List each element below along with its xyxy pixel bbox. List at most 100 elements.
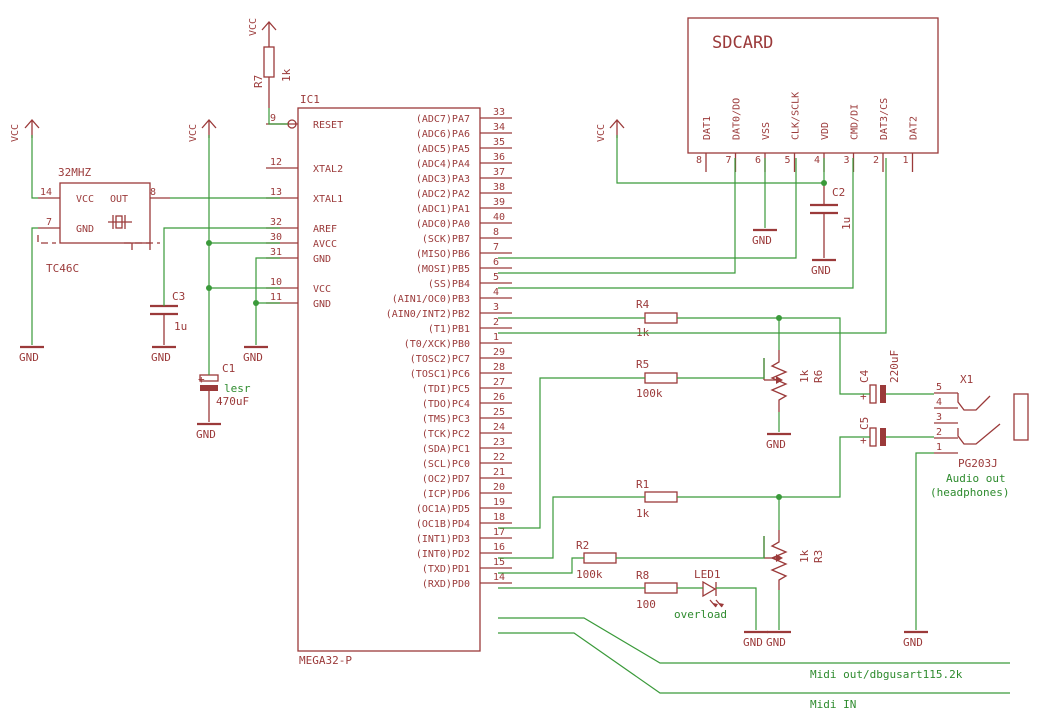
ic1-pin-label: (ADC7)PA7 xyxy=(416,114,470,125)
ic1-pin-label: GND xyxy=(313,299,331,310)
sdcard-pin-number: 2 xyxy=(873,155,879,166)
ic1-pin-number: 21 xyxy=(493,467,505,478)
ic1-pin-number: 1 xyxy=(493,332,499,343)
sdcard: SDCARD 8DAT17DAT0/DO6VSS5CLK/SCLK4VDD3CM… xyxy=(687,17,939,172)
r7-value: 1k xyxy=(280,68,293,82)
ic1-pin-label: GND xyxy=(313,254,331,265)
ic1-pin-number: 19 xyxy=(493,497,505,508)
vcc-arrow-icon xyxy=(609,119,625,129)
ic1-pin-number: 3 xyxy=(493,302,499,313)
osc-freq: 32MHZ xyxy=(58,166,91,179)
ic1-pin-number: 32 xyxy=(270,217,282,228)
ic1-pin-label: (TCK)PC2 xyxy=(422,429,470,440)
ic1-pin-number: 7 xyxy=(493,242,499,253)
ic1-pin-label: (TOSC2)PC7 xyxy=(410,354,470,365)
c4-name: C4 xyxy=(858,369,871,383)
osc-pin-out: 8 xyxy=(150,187,156,198)
gnd-label: GND xyxy=(151,351,171,364)
gnd-label: GND xyxy=(766,438,786,451)
jack-part: PG203J xyxy=(958,457,998,470)
ic1-pin-label: (MISO)PB6 xyxy=(416,249,470,260)
r5-name: R5 xyxy=(636,358,649,371)
gnd-label: GND xyxy=(766,636,786,649)
ic1-pin-label: (OC2)PD7 xyxy=(422,474,470,485)
jack-name: X1 xyxy=(960,373,973,386)
ic1-pin-number: 2 xyxy=(493,317,499,328)
capacitor-c3: C3 1u xyxy=(150,230,187,345)
jack-pin-number: 4 xyxy=(936,397,942,408)
resistor-r7: R7 1k xyxy=(252,40,293,108)
vcc-label: VCC xyxy=(188,124,199,142)
c1-value: 470uF xyxy=(216,395,249,408)
ic1-pin-number: 34 xyxy=(493,122,505,133)
capacitor-c5: + C5 xyxy=(858,417,886,447)
jack-pin-number: 2 xyxy=(936,427,942,438)
ic1-pin-label: (INT0)PD2 xyxy=(416,549,470,560)
c4-plus: + xyxy=(860,390,867,403)
ic1-pin-number: 17 xyxy=(493,527,505,538)
ic1-pin-label: (RXD)PD0 xyxy=(422,579,470,590)
ic1-pin-label: (AIN1/OC0)PB3 xyxy=(392,294,470,305)
jack-desc-1: Audio out xyxy=(946,472,1006,485)
ic1-pin-label: (ICP)PD6 xyxy=(422,489,470,500)
vcc-label: VCC xyxy=(596,124,607,142)
ic1-pin-label: (T0/XCK)PB0 xyxy=(404,339,470,350)
ic1-pin-label: (ADC6)PA6 xyxy=(416,129,470,140)
resistor-r5: R5 100k xyxy=(636,358,678,400)
gnd-label: GND xyxy=(743,636,763,649)
r7-name: R7 xyxy=(252,75,265,88)
ic1-pin-label: (TOSC1)PC6 xyxy=(410,369,470,380)
gnd-label: GND xyxy=(811,264,831,277)
r2-name: R2 xyxy=(576,539,589,552)
jack-desc-2: (headphones) xyxy=(930,486,1009,499)
osc-gnd-label: GND xyxy=(76,224,94,235)
ic1-pin-number: 37 xyxy=(493,167,505,178)
ic1-pin-number: 40 xyxy=(493,212,505,223)
ic1-pin-number: 38 xyxy=(493,182,505,193)
gnd-label: GND xyxy=(752,234,772,247)
ic1-value: MEGA32-P xyxy=(299,654,352,667)
c3-value: 1u xyxy=(174,320,187,333)
ic1-pin-label: (SCK)PB7 xyxy=(422,234,470,245)
ic1-pin-label: VCC xyxy=(313,284,331,295)
ic1-pin-label: (SDA)PC1 xyxy=(422,444,470,455)
ic1-pin-number: 18 xyxy=(493,512,505,523)
potentiometer-r3: 1k R3 xyxy=(763,530,825,590)
ic1-pin-label: (ADC2)PA2 xyxy=(416,189,470,200)
ic1-pin-label: (MOSI)PB5 xyxy=(416,264,470,275)
ic1-pin-label: (ADC0)PA0 xyxy=(416,219,470,230)
ic1-pin-number: 8 xyxy=(493,227,499,238)
ic1-pin-label: (INT1)PD3 xyxy=(416,534,470,545)
sdcard-pin-number: 1 xyxy=(903,155,909,166)
sdcard-pin-number: 6 xyxy=(755,155,761,166)
ic1-pin-label: (TDI)PC5 xyxy=(422,384,470,395)
ic1-pin-number: 31 xyxy=(270,247,282,258)
ic1-pin-label: (T1)PB1 xyxy=(428,324,470,335)
led1-note: overload xyxy=(674,608,727,621)
sdcard-pin-number: 4 xyxy=(814,155,820,166)
c2-name: C2 xyxy=(832,186,845,199)
capacitor-c1: + C1 lesr 470uF xyxy=(198,362,251,422)
r1-name: R1 xyxy=(636,478,649,491)
sdcard-pin-number: 3 xyxy=(844,155,850,166)
osc-vcc-label: VCC xyxy=(76,194,94,205)
r2-value: 100k xyxy=(576,568,603,581)
ic1-pin-label: (OC1A)PD5 xyxy=(416,504,470,515)
r8-name: R8 xyxy=(636,569,649,582)
osc-pin-gnd: 7 xyxy=(46,217,52,228)
ic1-pin-number: 39 xyxy=(493,197,505,208)
resistor-r8: R8 100 xyxy=(636,569,678,611)
ic1-pin-label: (SS)PB4 xyxy=(428,279,470,290)
sdcard-title: SDCARD xyxy=(712,33,773,53)
vcc-label: VCC xyxy=(248,18,259,36)
r4-name: R4 xyxy=(636,298,650,311)
resistor-r2: R2 100k xyxy=(576,539,617,581)
vcc-label: VCC xyxy=(10,124,21,142)
ic1-pin-number: 11 xyxy=(270,292,282,303)
gnd-label: GND xyxy=(19,351,39,364)
ic1-pin-number: 16 xyxy=(493,542,505,553)
vcc-arrow-icon xyxy=(201,119,217,129)
